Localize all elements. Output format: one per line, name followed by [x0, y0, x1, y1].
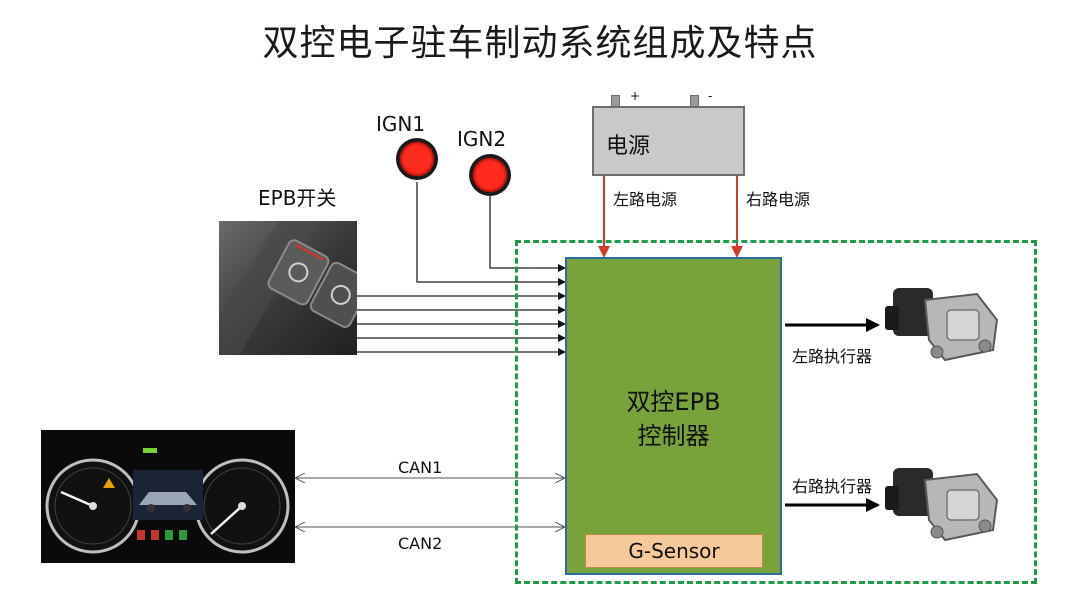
ign2-wire — [489, 196, 566, 272]
epb-switch-label: EPB开关 — [258, 186, 337, 210]
controller-label: 双控EPB 控制器 — [565, 385, 782, 453]
left-actuator-label: 左路执行器 — [792, 347, 873, 366]
can2-label: CAN2 — [398, 534, 443, 553]
battery-minus-sign: - — [708, 89, 713, 103]
right-actuator-icon — [885, 468, 999, 542]
power-label: 电源 — [606, 134, 651, 159]
battery-plus-sign: + — [630, 89, 641, 103]
can1-label: CAN1 — [398, 458, 443, 477]
controller-label-line1: 双控EPB — [626, 388, 721, 416]
epb-system-boundary — [515, 240, 1037, 584]
ign2-label: IGN2 — [457, 127, 507, 151]
epb-switch-wires — [356, 292, 566, 356]
page-title: 双控电子驻车制动系统组成及特点 — [262, 23, 818, 64]
epb-controller — [565, 257, 782, 575]
epb-switch-photo-icon — [219, 221, 357, 355]
instrument-cluster-icon — [41, 430, 295, 563]
right-power-label: 右路电源 — [746, 190, 811, 209]
right-actuator-label: 右路执行器 — [792, 477, 873, 496]
left-actuator-icon — [885, 288, 999, 362]
left-power-label: 左路电源 — [613, 190, 678, 209]
ign1-label: IGN1 — [376, 112, 426, 136]
battery — [592, 106, 745, 176]
ign2-lamp-icon — [469, 154, 511, 196]
g-sensor: G-Sensor — [585, 534, 763, 568]
controller-label-line2: 控制器 — [637, 422, 710, 450]
ign1-lamp-icon — [396, 138, 438, 180]
